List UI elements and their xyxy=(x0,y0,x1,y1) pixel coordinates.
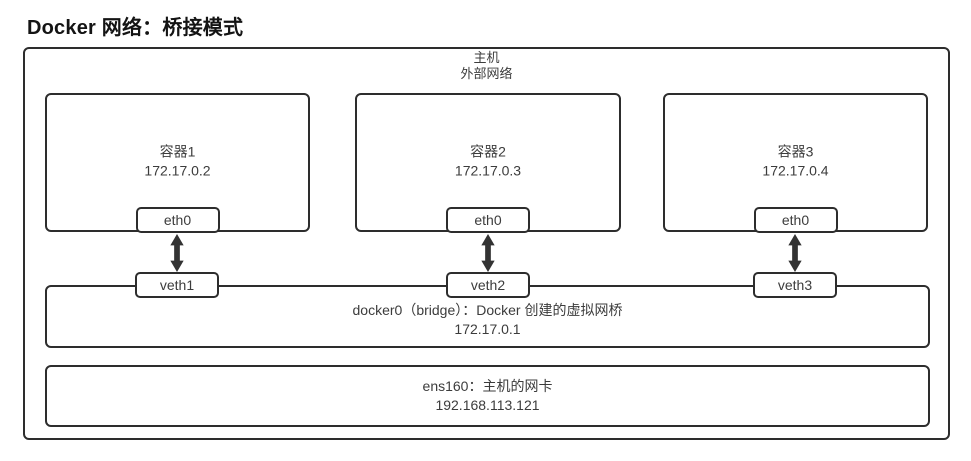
container1-name: 容器1 xyxy=(159,142,196,159)
container2-label: 容器2 172.17.0.3 xyxy=(357,142,619,180)
container1-box: 容器1 172.17.0.2 eth0 xyxy=(45,93,310,233)
veth3-box: veth3 xyxy=(753,272,837,298)
host-label: 主机 外部网络 xyxy=(23,50,950,82)
container3-ip: 172.17.0.4 xyxy=(762,161,829,178)
container3-name: 容器3 xyxy=(777,142,814,159)
container3-box: 容器3 172.17.0.4 eth0 xyxy=(663,93,928,233)
container2-ip: 172.17.0.3 xyxy=(454,161,522,178)
container3-eth0-box: eth0 xyxy=(753,207,838,233)
bridge-label: docker0（bridge）：Docker 创建的虚拟网桥 xyxy=(352,302,623,318)
bridge-ip: 172.17.0.1 xyxy=(454,321,521,337)
bidirectional-arrow-icon xyxy=(170,234,184,272)
nic-label: ens160：主机的网卡 xyxy=(422,378,553,394)
bidirectional-arrow-icon xyxy=(788,234,802,272)
host-label-line2: 外部网络 xyxy=(460,66,513,81)
veth1-box: veth1 xyxy=(135,272,219,298)
container1-label: 容器1 172.17.0.2 xyxy=(47,142,308,180)
diagram-title: Docker 网络：桥接模式 xyxy=(27,17,244,39)
container2-eth0-box: eth0 xyxy=(446,207,530,233)
container1-eth0-box: eth0 xyxy=(135,207,220,233)
host-label-line1: 主机 xyxy=(473,50,500,65)
bidirectional-arrow-icon xyxy=(481,234,495,272)
container2-box: 容器2 172.17.0.3 eth0 xyxy=(355,93,621,233)
container3-label: 容器3 172.17.0.4 xyxy=(665,142,926,180)
container1-ip: 172.17.0.2 xyxy=(144,161,211,178)
ens160-nic-box: ens160：主机的网卡 192.168.113.121 xyxy=(45,365,930,427)
veth2-box: veth2 xyxy=(446,272,530,298)
nic-ip: 192.168.113.121 xyxy=(435,397,540,413)
container2-name: 容器2 xyxy=(470,142,506,159)
